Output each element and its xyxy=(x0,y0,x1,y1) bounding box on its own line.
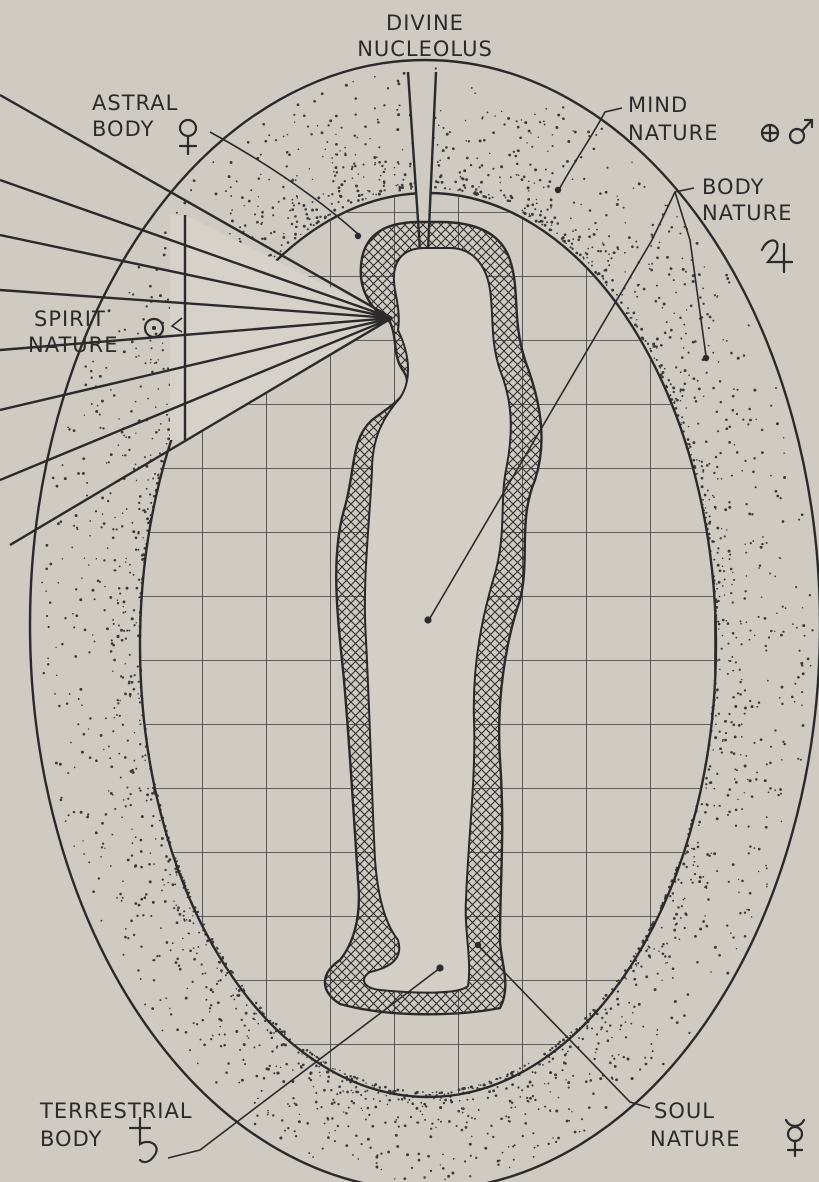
mars-symbol-icon xyxy=(790,120,812,143)
terrestrial-label-line1: TERRESTRIAL xyxy=(39,1099,193,1123)
divine-label-line2: NUCLEOLUS xyxy=(357,37,493,61)
earth-symbol-icon xyxy=(762,125,778,141)
sun-symbol-icon xyxy=(145,319,163,337)
saturn-symbol-icon xyxy=(130,1118,157,1162)
label-astral-body: ASTRAL BODY xyxy=(92,91,196,154)
label-divine-nucleolus: DIVINE NUCLEOLUS xyxy=(357,11,493,61)
venus-symbol-icon xyxy=(180,120,196,154)
astral-label-line1: ASTRAL xyxy=(92,91,178,115)
mind-label-line1: MIND xyxy=(628,93,688,117)
jupiter-symbol-icon xyxy=(762,240,792,272)
label-spirit-nature: SPIRIT NATURE xyxy=(28,307,163,357)
terrestrial-label-line2: BODY xyxy=(40,1127,102,1151)
label-body-nature: BODY NATURE xyxy=(702,175,793,272)
spirit-label-line1: SPIRIT xyxy=(34,307,106,331)
mind-label-line2: NATURE xyxy=(628,121,719,145)
soul-label-line2: NATURE xyxy=(650,1127,741,1151)
label-terrestrial-body: TERRESTRIAL BODY xyxy=(39,1099,193,1162)
spirit-label-line2: NATURE xyxy=(28,333,119,357)
body-nature-label-line1: BODY xyxy=(702,175,764,199)
astral-label-line2: BODY xyxy=(92,117,154,141)
divine-label-line1: DIVINE xyxy=(386,11,464,35)
body-nature-label-line2: NATURE xyxy=(702,201,793,225)
soul-label-line1: SOUL xyxy=(654,1099,715,1123)
label-soul-nature: SOUL NATURE xyxy=(650,1099,804,1156)
label-mind-nature: MIND NATURE xyxy=(628,93,812,145)
mercury-symbol-icon xyxy=(786,1120,804,1156)
